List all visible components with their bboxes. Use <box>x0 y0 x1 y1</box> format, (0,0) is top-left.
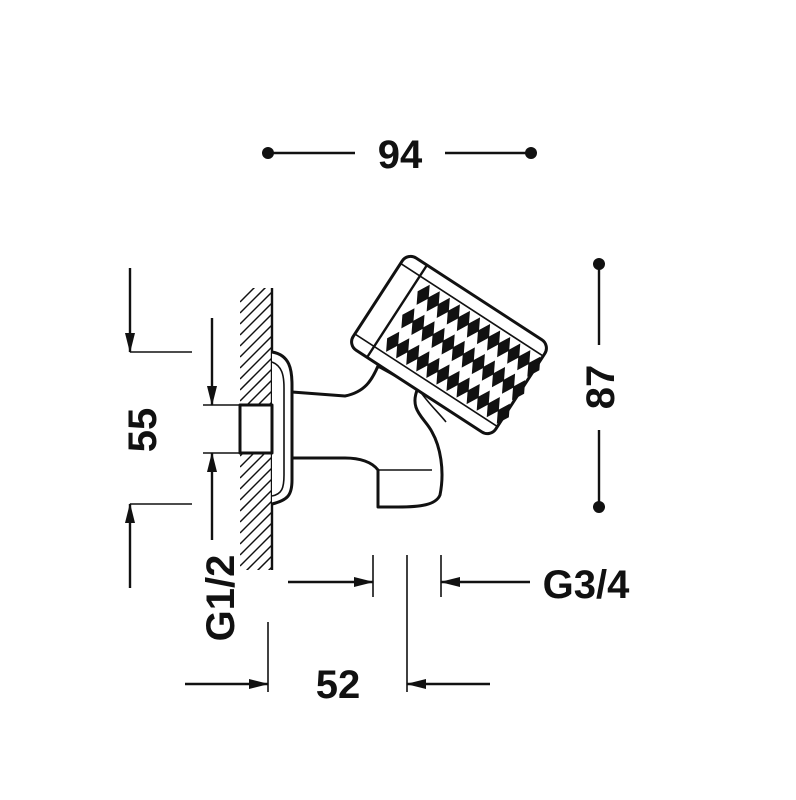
knurl-row <box>386 331 510 424</box>
hatch-line <box>240 533 272 567</box>
hatch-line <box>267 566 272 570</box>
hatch-line <box>256 555 272 570</box>
hatch-line <box>240 368 272 402</box>
dimension-overall-width: 94 <box>262 133 537 177</box>
dimension-label-g12: G1/2 <box>199 555 243 642</box>
dimension-outlet-thread: G3/4 <box>288 555 630 607</box>
hatch-line <box>240 511 272 545</box>
hatch-line <box>240 302 272 336</box>
knurled-handle <box>350 254 548 436</box>
hatch-line <box>240 578 272 610</box>
dimension-label-55: 55 <box>121 408 165 453</box>
hatch-line <box>240 346 272 380</box>
dimension-overall-height: 87 <box>579 258 623 513</box>
hatch-line <box>245 544 272 570</box>
knurl-row <box>401 308 526 401</box>
dimension-inlet-thread: G1/2 <box>199 318 243 641</box>
hatch-line <box>240 291 272 325</box>
hatch-line <box>240 313 272 347</box>
hatch-line <box>240 589 272 621</box>
dimension-projection: 52 <box>185 555 490 707</box>
hatch-line <box>240 288 256 303</box>
hatch-line <box>240 456 272 490</box>
knurl-row <box>416 284 541 377</box>
hatch-line <box>240 335 272 369</box>
dimension-inlet-offset: 55 <box>121 268 192 588</box>
hatch-line <box>240 324 272 358</box>
hatch-line <box>240 467 272 501</box>
wall-flange <box>238 350 294 506</box>
dimension-label-94: 94 <box>378 133 423 177</box>
dimension-label-52: 52 <box>316 663 361 707</box>
dimension-label-87: 87 <box>579 365 623 410</box>
hatch-line <box>240 489 272 523</box>
hatch-line <box>240 357 272 391</box>
hatch-line <box>240 478 272 512</box>
hatch-line <box>240 500 272 534</box>
hatch-line <box>240 522 272 556</box>
dimension-label-g34: G3/4 <box>543 563 630 607</box>
hatch-line <box>240 288 267 314</box>
